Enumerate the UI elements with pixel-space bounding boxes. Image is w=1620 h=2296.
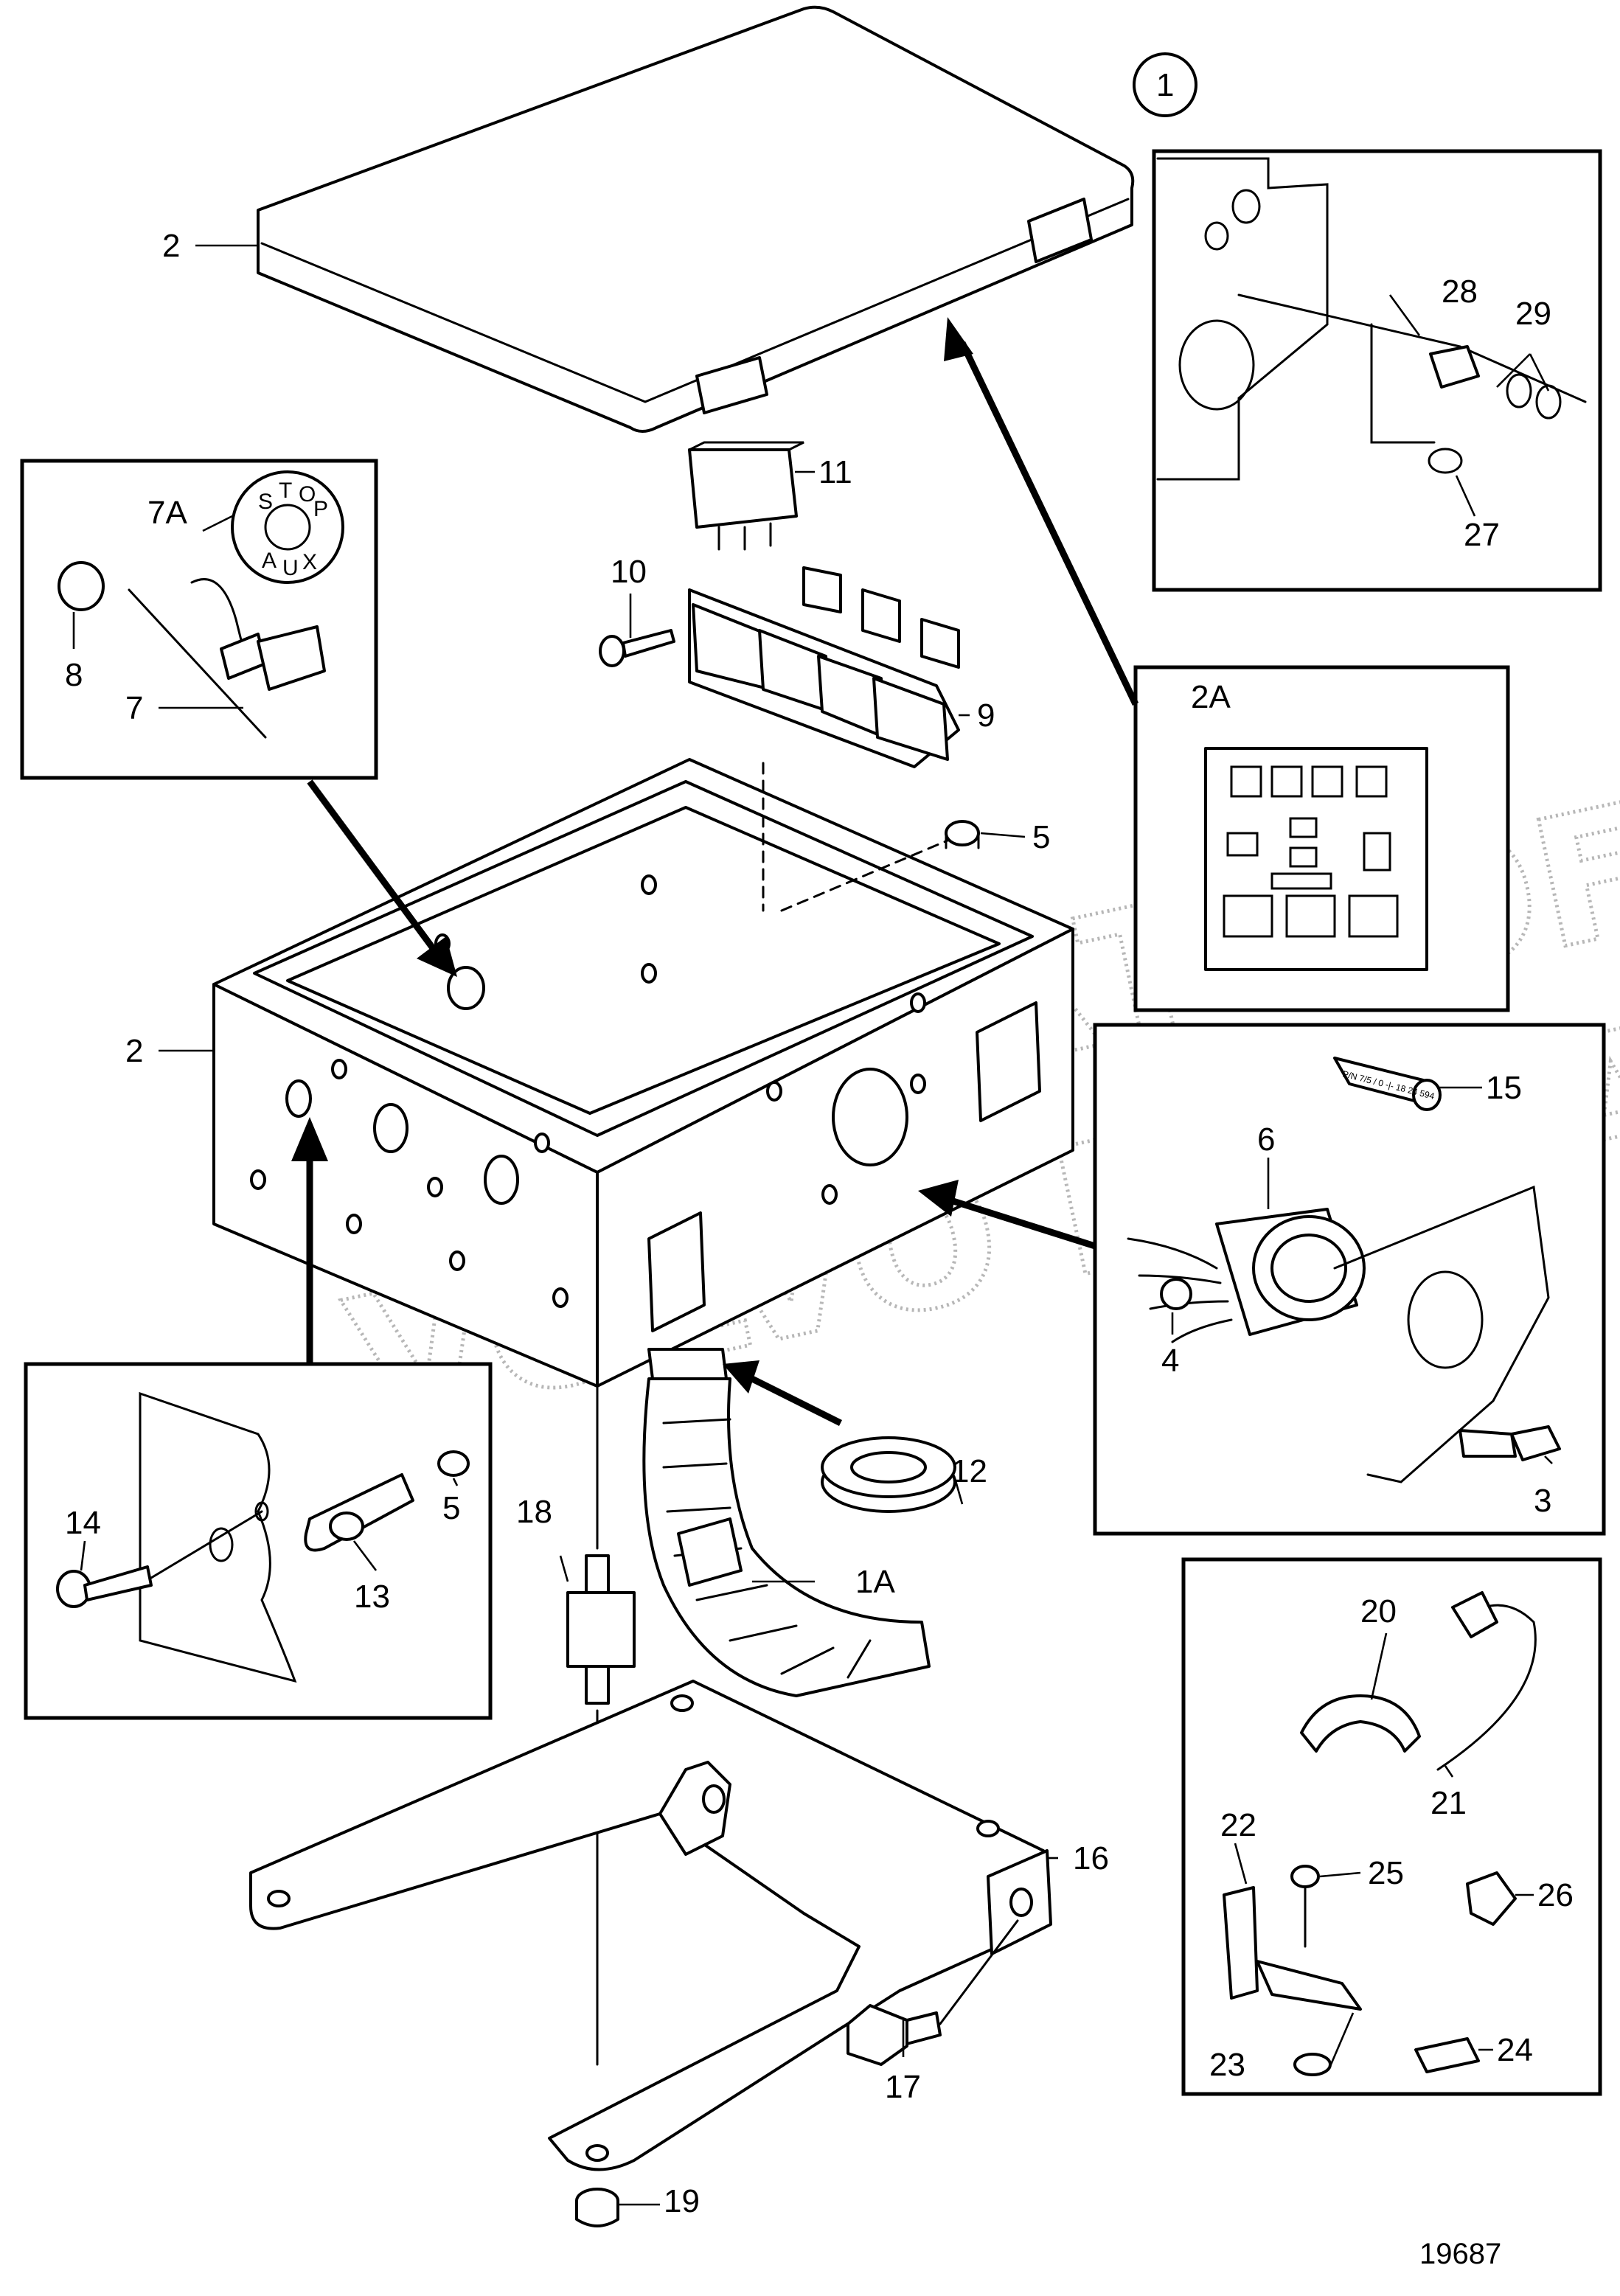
- pointer-arrows: [291, 317, 1139, 1427]
- relay: [688, 441, 804, 551]
- callout-17: 17: [885, 2069, 921, 2105]
- callout-15: 15: [1486, 1070, 1522, 1106]
- callout-8: 8: [65, 657, 83, 693]
- badge-letter-x: X: [302, 550, 317, 574]
- callout-24: 24: [1497, 2032, 1533, 2068]
- badge-letter-s: S: [258, 490, 273, 514]
- screw-17: [846, 2004, 942, 2066]
- callout-18: 18: [516, 1494, 552, 1530]
- leader-lines: [72, 244, 1553, 2206]
- grommet: [821, 1436, 956, 1513]
- callout-3: 3: [1534, 1483, 1551, 1519]
- callout-6: 6: [1257, 1121, 1275, 1158]
- nut-axis: [780, 839, 949, 912]
- wiring-harness: [642, 1377, 931, 1697]
- callout-23: 23: [1209, 2047, 1245, 2083]
- callout-2a: 2A: [1191, 679, 1231, 715]
- screw-10: [599, 629, 675, 667]
- callout-14: 14: [65, 1505, 101, 1541]
- callout-22: 22: [1220, 1807, 1256, 1843]
- inset-connector: [1093, 1023, 1606, 1536]
- callout-5-top: 5: [1032, 819, 1050, 855]
- callout-9: 9: [977, 698, 995, 734]
- callout-25: 25: [1368, 1855, 1404, 1891]
- callout-21: 21: [1430, 1785, 1467, 1821]
- callout-16: 16: [1073, 1840, 1109, 1876]
- badge-letter-p: P: [313, 497, 328, 521]
- callout-2-lid: 2: [162, 228, 180, 264]
- relay-holder: [688, 566, 960, 768]
- callout-10: 10: [611, 554, 647, 590]
- callout-1: 1: [1156, 67, 1174, 103]
- badge-letter-o: O: [299, 482, 316, 507]
- vibration-mount: [566, 1554, 636, 1705]
- callout-2-box: 2: [125, 1033, 143, 1069]
- lid-cover: [257, 5, 1135, 433]
- badge-letter-u: U: [282, 556, 299, 580]
- inset-ground-terminal: [24, 1362, 493, 1720]
- callout-28: 28: [1442, 274, 1478, 310]
- inset-clips-fasteners: [1181, 1557, 1602, 2096]
- callout-29: 29: [1515, 296, 1551, 332]
- badge-letter-t: T: [279, 479, 292, 503]
- callout-12: 12: [951, 1453, 987, 1489]
- callout-19: 19: [664, 2183, 700, 2219]
- screw-17-axis: [939, 1919, 1019, 2025]
- callout-1-circle: [1133, 52, 1197, 117]
- callout-27: 27: [1464, 517, 1500, 553]
- callout-26: 26: [1537, 1877, 1574, 1913]
- callout-13: 13: [354, 1579, 390, 1615]
- nut-19: [575, 2188, 619, 2227]
- callout-7: 7: [125, 690, 143, 726]
- callout-4: 4: [1161, 1343, 1179, 1379]
- callout-7a: 7A: [147, 495, 187, 531]
- figure-number: 19687: [1419, 2238, 1501, 2270]
- inset-engine-block: [1152, 149, 1602, 592]
- mounting-bracket: [249, 1680, 1052, 2171]
- badge-letter-a: A: [262, 549, 277, 573]
- callout-20: 20: [1360, 1593, 1397, 1629]
- switch-badge-letters: S T O P A U X: [258, 479, 328, 580]
- callout-5-inset: 5: [442, 1490, 460, 1526]
- nut-5: [945, 820, 980, 849]
- callout-1a: 1A: [855, 1564, 895, 1600]
- callout-11: 11: [818, 454, 852, 490]
- inset-stop-switch: [20, 459, 378, 780]
- inset-fuse-layout: [1133, 665, 1510, 1012]
- junction-box: [212, 758, 1074, 1388]
